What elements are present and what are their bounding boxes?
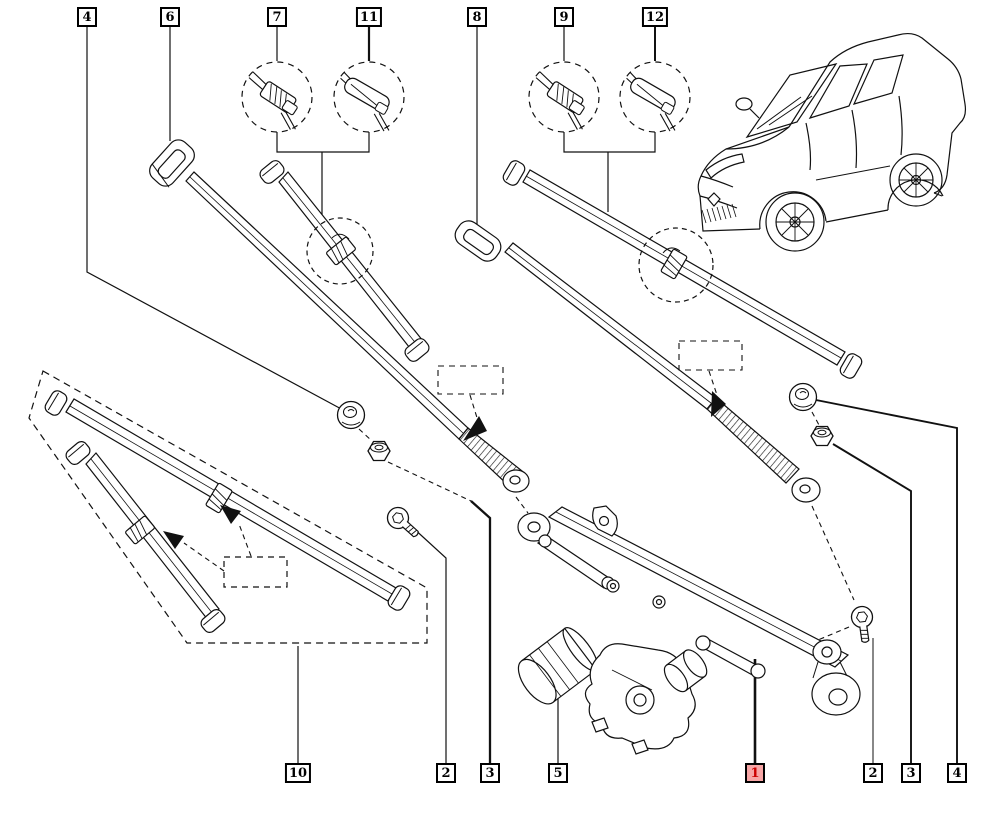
detail-circle-7[interactable] <box>236 61 313 133</box>
callout-box-2[interactable]: 2 <box>436 763 456 783</box>
dashed-leaders <box>183 370 855 641</box>
callout-label: 4 <box>952 765 962 781</box>
callout-box-7[interactable]: 7 <box>267 7 287 27</box>
detail-circle-11[interactable] <box>327 61 405 134</box>
callout-box-2[interactable]: 2 <box>863 763 883 783</box>
callout-label: 4 <box>82 9 92 25</box>
wiper-blade-right[interactable] <box>500 158 865 381</box>
wiper-blade-kit[interactable] <box>28 370 428 644</box>
arrow-icon <box>463 416 487 441</box>
leader-lines <box>86 27 958 763</box>
wiper-arm-right[interactable] <box>451 217 821 503</box>
detail-circle-12[interactable] <box>613 61 691 134</box>
callout-label: 10 <box>288 765 308 781</box>
callout-box-10[interactable]: 10 <box>284 763 312 783</box>
arm-label-right <box>678 340 743 417</box>
arrow-icon <box>711 391 726 417</box>
callout-box-3[interactable]: 3 <box>480 763 500 783</box>
wiper-blade-left[interactable] <box>257 157 432 365</box>
callout-box-4[interactable]: 4 <box>77 7 97 27</box>
callout-label: 11 <box>359 9 379 25</box>
wiper-arm-left[interactable] <box>146 136 530 493</box>
callout-label: 2 <box>868 765 878 781</box>
pivot-cap-left[interactable] <box>336 400 366 430</box>
callout-label: 7 <box>272 9 282 25</box>
callout-box-4[interactable]: 4 <box>947 763 967 783</box>
callout-box-12[interactable]: 12 <box>641 7 669 27</box>
pivot-nut-left[interactable] <box>367 440 391 462</box>
callout-box-8[interactable]: 8 <box>467 7 487 27</box>
wiper-motor[interactable] <box>511 623 711 755</box>
callout-box-5[interactable]: 5 <box>548 763 568 783</box>
callout-label: 1 <box>750 765 760 781</box>
arrow-icon <box>163 531 184 549</box>
callout-label: 9 <box>559 9 569 25</box>
callout-label: 6 <box>165 9 175 25</box>
car-sketch <box>697 32 967 252</box>
callout-label: 2 <box>441 765 451 781</box>
pivot-bolt-right[interactable] <box>849 604 877 645</box>
wiper-linkage-assembly[interactable] <box>511 505 861 755</box>
pivot-bolt-left[interactable] <box>382 502 425 544</box>
arrow-icon <box>220 505 241 524</box>
pivot-cap-right[interactable] <box>788 382 818 412</box>
callout-box-11[interactable]: 11 <box>355 7 383 27</box>
detail-circle-9[interactable] <box>523 61 600 133</box>
callout-label: 8 <box>472 9 482 25</box>
callout-label: 3 <box>485 765 495 781</box>
callout-label: 5 <box>553 765 563 781</box>
callout-box-3[interactable]: 3 <box>901 763 921 783</box>
arm-label-left <box>437 365 504 441</box>
callout-box-9[interactable]: 9 <box>554 7 574 27</box>
callout-box-1[interactable]: 1 <box>745 763 765 783</box>
callout-box-6[interactable]: 6 <box>160 7 180 27</box>
callout-label: 12 <box>645 9 665 25</box>
callout-label: 3 <box>906 765 916 781</box>
pivot-nut-right[interactable] <box>810 425 834 447</box>
